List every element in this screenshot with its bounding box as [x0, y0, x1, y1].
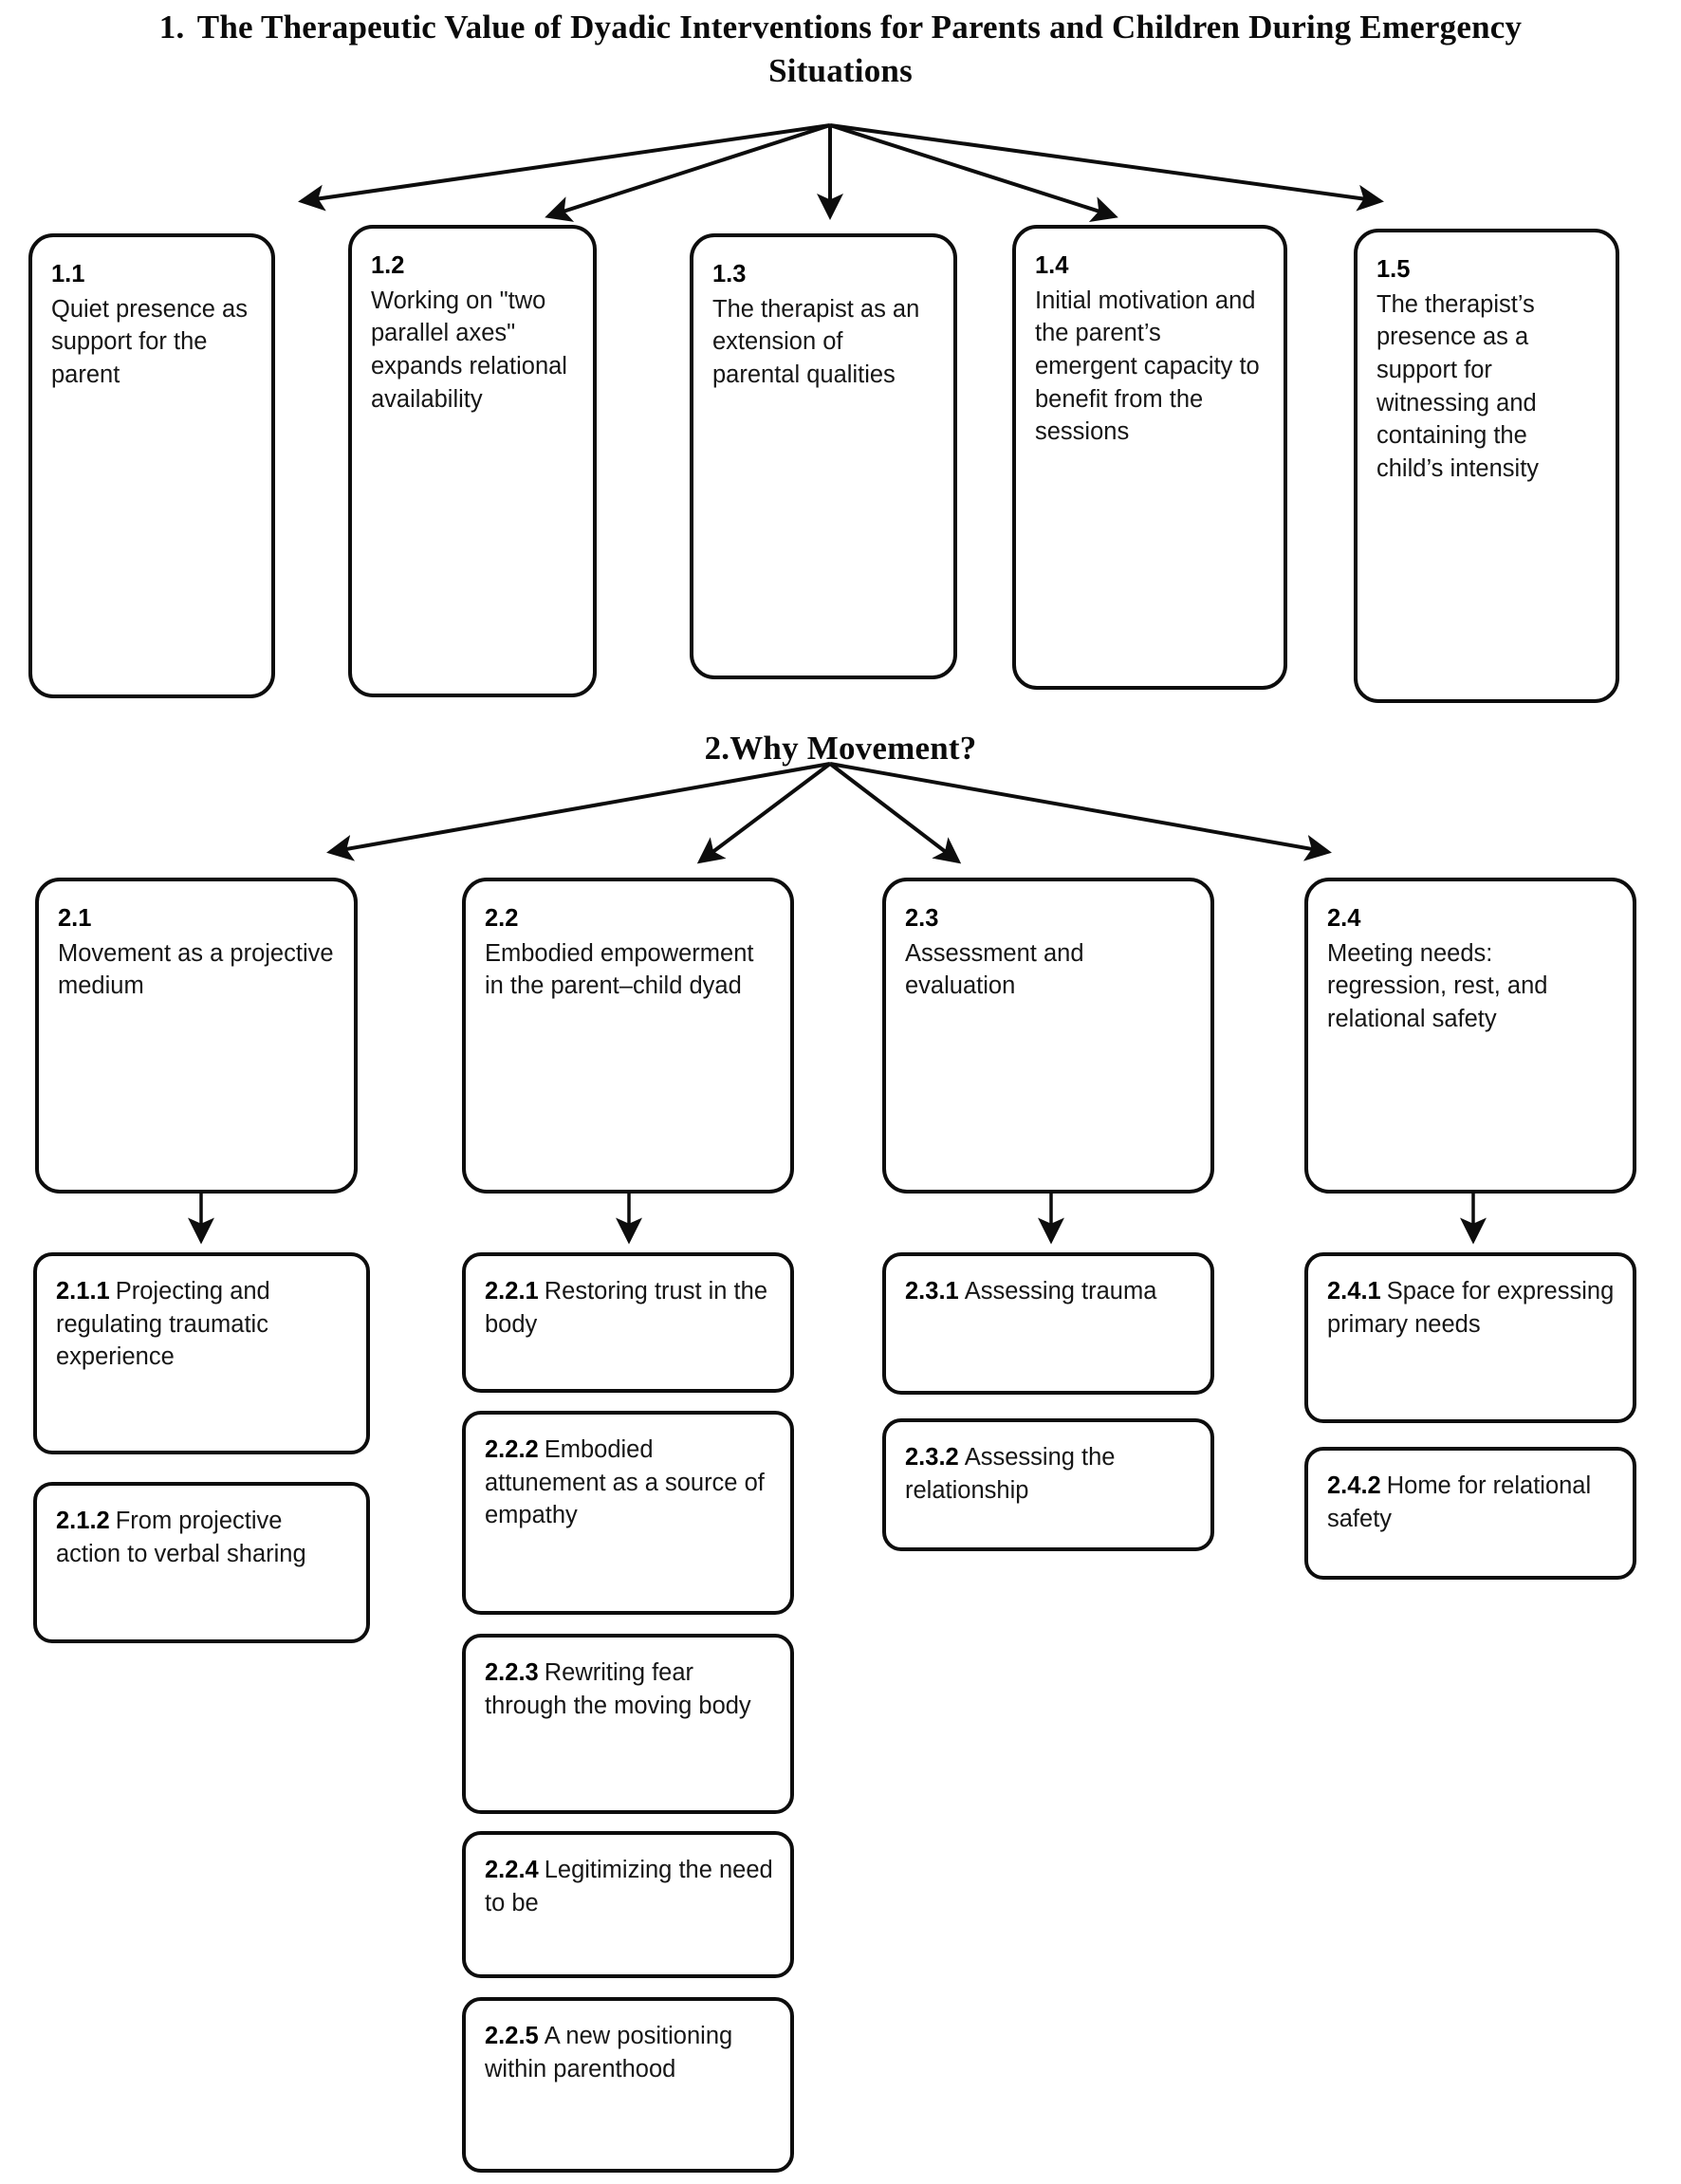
node-1-5[interactable]: 1.5 The therapist’s presence as a suppor… — [1354, 229, 1619, 703]
node-2-2-text: Embodied empowerment in the parent–child… — [485, 939, 754, 1000]
node-2-1[interactable]: 2.1 Movement as a projective medium — [35, 878, 358, 1194]
node-2-2-5-code: 2.2.5 — [485, 2023, 539, 2049]
node-1-5-text: The therapist’s presence as a support fo… — [1376, 290, 1540, 483]
node-2-4-1-code: 2.4.1 — [1327, 1278, 1381, 1305]
node-2-2-1-code: 2.2.1 — [485, 1278, 539, 1305]
node-1-1-code: 1.1 — [51, 261, 85, 287]
node-2-2-3-text: Rewriting fear through the moving body — [485, 1659, 751, 1719]
node-1-4-text: Initial motivation and the parent’s emer… — [1035, 287, 1260, 446]
node-2-4-2-text: Home for relational safety — [1327, 1472, 1592, 1532]
node-1-3-code: 1.3 — [712, 261, 747, 287]
node-2-1-1-code: 2.1.1 — [56, 1278, 110, 1305]
node-2-3-code: 2.3 — [905, 905, 939, 932]
node-2-1-text: Movement as a projective medium — [58, 939, 334, 1000]
node-2-2-2-text: Embodied attunement as a source of empat… — [485, 1436, 765, 1529]
node-2-1-1-text: Projecting and regulating traumatic expe… — [56, 1278, 270, 1371]
node-2-4[interactable]: 2.4 Meeting needs: regression, rest, and… — [1304, 878, 1636, 1194]
node-1-4-code: 1.4 — [1035, 252, 1069, 279]
node-2-2-4-code: 2.2.4 — [485, 1857, 539, 1883]
section-1-number: 1. — [158, 9, 185, 46]
node-2-3-2-code: 2.3.2 — [905, 1444, 959, 1471]
section-2-title: 2.Why Movement? — [556, 727, 1125, 770]
section-2-number: 2. — [704, 730, 730, 767]
node-2-4-1-text: Space for expressing primary needs — [1327, 1278, 1615, 1338]
node-2-4-text: Meeting needs: regression, rest, and rel… — [1327, 939, 1548, 1033]
node-2-3-2-text: Assessing the relationship — [905, 1444, 1116, 1504]
node-2-3[interactable]: 2.3 Assessment and evaluation — [882, 878, 1214, 1194]
section-1-title-text: The Therapeutic Value of Dyadic Interven… — [196, 9, 1523, 89]
section-1-title: 1. The Therapeutic Value of Dyadic Interv… — [129, 6, 1552, 92]
node-1-1-text: Quiet presence as support for the parent — [51, 295, 248, 389]
node-2-1-code: 2.1 — [58, 905, 92, 932]
node-1-1[interactable]: 1.1 Quiet presence as support for the pa… — [28, 233, 275, 698]
node-2-2-code: 2.2 — [485, 905, 519, 932]
node-1-3-text: The therapist as an extension of parenta… — [712, 295, 920, 389]
node-2-1-2-text: From projective action to verbal sharing — [56, 1508, 306, 1567]
node-1-4[interactable]: 1.4 Initial motivation and the parent’s … — [1012, 225, 1287, 690]
node-2-2-3-code: 2.2.3 — [485, 1659, 539, 1686]
node-2-1-2-code: 2.1.2 — [56, 1508, 110, 1534]
node-2-2-4-text: Legitimizing the need to be — [485, 1857, 773, 1916]
node-2-4-2-code: 2.4.2 — [1327, 1472, 1381, 1499]
node-1-2-code: 1.2 — [371, 252, 405, 279]
node-2-4-code: 2.4 — [1327, 905, 1361, 932]
node-2-2-1-text: Restoring trust in the body — [485, 1278, 767, 1338]
node-1-2[interactable]: 1.2 Working on "two parallel axes" expan… — [348, 225, 597, 697]
node-2-3-text: Assessment and evaluation — [905, 939, 1084, 1000]
node-1-5-code: 1.5 — [1376, 256, 1411, 283]
node-2-2-5-text: A new positioning within parenthood — [485, 2023, 733, 2082]
node-2-3-1-code: 2.3.1 — [905, 1278, 959, 1305]
node-2-2-2-code: 2.2.2 — [485, 1436, 539, 1463]
section-2-title-text: Why Movement? — [730, 730, 977, 767]
node-1-3[interactable]: 1.3 The therapist as an extension of par… — [690, 233, 957, 679]
node-2-2[interactable]: 2.2 Embodied empowerment in the parent–c… — [462, 878, 794, 1194]
node-2-3-1-text: Assessing trauma — [964, 1278, 1157, 1305]
node-1-2-text: Working on "two parallel axes" expands r… — [371, 287, 567, 413]
